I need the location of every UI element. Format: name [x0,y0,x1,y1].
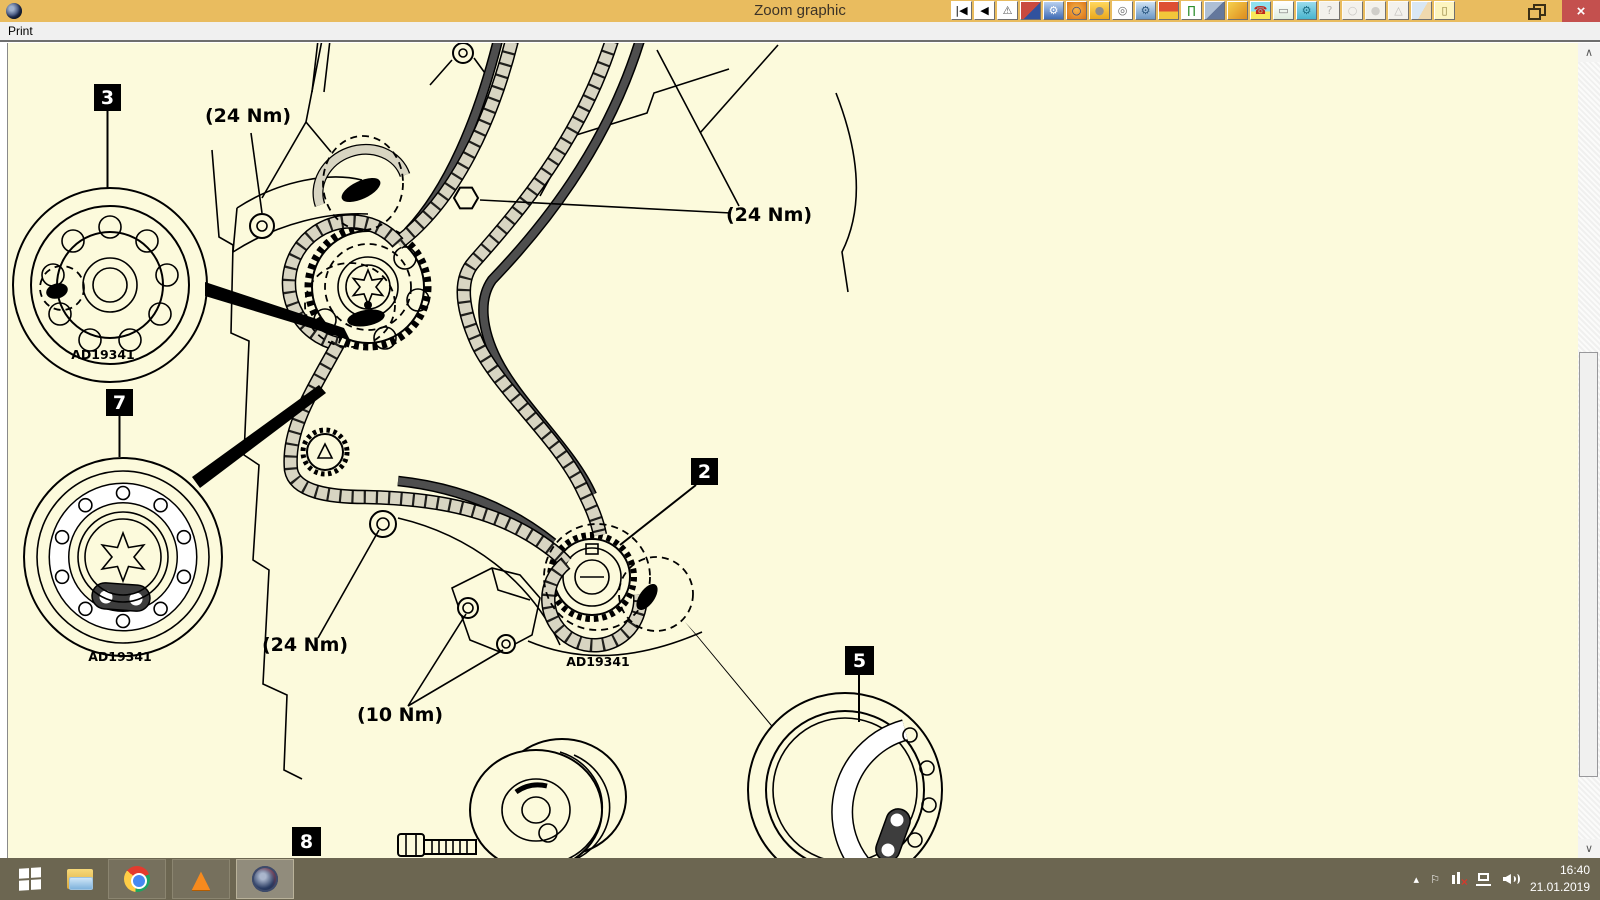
tray-audio-device-error-icon[interactable]: × [1451,872,1468,888]
detail-view-3: AD19341 3 [12,84,350,383]
system-tray: ▴ ⚐ × 16:40 21.01.2019 [1414,858,1590,900]
clock-time: 16:40 [1559,862,1590,877]
toolbar-engine-parts-icon[interactable]: ⚙ [1135,1,1156,20]
toolbar-mouse-icon[interactable]: ● [1089,1,1110,20]
timing-chain-diagram: (24 Nm) (24 Nm) (24 Nm) (10 Nm) [12,43,943,858]
scroll-down-button[interactable]: ∨ [1578,839,1600,858]
toolbar-tyre-icon[interactable]: ● [1365,1,1386,20]
toolbar-first-icon[interactable]: |◀ [951,1,972,20]
detail-view-7: AD19341 7 [23,385,326,664]
taskbar: ▲ ▴ ⚐ × 16:40 21.01.2019 [0,858,1600,900]
vertical-scrollbar[interactable]: ∧ ∨ [1578,43,1600,858]
torque-label-right: (24 Nm) [726,204,812,226]
scroll-up-button[interactable]: ∧ [1578,43,1600,62]
toolbar-helpline-icon[interactable]: ☎ [1250,1,1271,20]
torque-label-10nm: (10 Nm) [357,704,443,726]
titlebar: Zoom graphic |◀◀⚠⚙○●◎⚙∏☎▭⚙?○●△▯ × [0,0,1600,22]
toolbar-vehicle-images-icon[interactable] [1204,1,1225,20]
callout-8: 8 [300,831,313,853]
toolbar-switch-icon[interactable]: ▯ [1434,1,1455,20]
vlc-cone-icon: ▲ [191,865,211,893]
tray-flag-icon[interactable]: ⚐ [1430,872,1440,886]
crank-pulley: 8 [292,738,627,858]
torque-label-top: (24 Nm) [205,105,291,127]
windows-logo-icon [19,867,41,891]
taskbar-autodata-button[interactable] [236,859,294,899]
callout-7: 7 [113,392,126,414]
app-logo-icon [6,3,22,19]
callout-5: 5 [853,650,866,672]
toolbar-brake-tester-icon[interactable] [1020,1,1041,20]
taskbar-start-button[interactable] [8,859,52,899]
titlebar-toolbar: |◀◀⚠⚙○●◎⚙∏☎▭⚙?○●△▯ [951,1,1457,20]
toolbar-lift-icon[interactable]: ∏ [1181,1,1202,20]
menubar: Print [0,22,1600,40]
crankshaft-sprocket [547,532,637,622]
torque-label-left: (24 Nm) [262,634,348,656]
detail-view-5: 5 [685,622,943,858]
toolbar-wheel-icon[interactable]: ◎ [1112,1,1133,20]
clock-date: 21.01.2019 [1529,880,1590,894]
restore-window-button[interactable] [1528,4,1546,20]
chain-guides [397,43,645,548]
toolbar-service-globe-icon[interactable]: ○ [1066,1,1087,20]
toolbar-hazard-icon[interactable]: △ [1388,1,1409,20]
callout-2-group: 2 AD19341 [566,458,718,669]
tray-hidden-icons-icon[interactable]: ▴ [1413,872,1420,886]
callout-2: 2 [698,461,711,483]
window-title: Zoom graphic [754,2,846,19]
chrome-icon [124,866,150,892]
toolbar-unknown-vehicle-icon[interactable]: ? [1319,1,1340,20]
timing-marks [304,135,694,632]
window-separator [0,40,1600,43]
tray-icons-host: ▴ ⚐ × [1413,872,1520,888]
content-left-margin [0,43,8,858]
toolbar-warning-icon[interactable]: ⚠ [997,1,1018,20]
toolbar-printer-icon[interactable]: ▭ [1273,1,1294,20]
toolbar-vehicle-outline-icon[interactable]: ○ [1342,1,1363,20]
graphic-viewport: (24 Nm) (24 Nm) (24 Nm) (10 Nm) [0,43,1600,858]
menu-item-print[interactable]: Print [8,24,33,38]
tray-volume-icon[interactable] [1502,872,1520,886]
toolbar-measure-tools-icon[interactable]: ⚙ [1296,1,1317,20]
toolbar-repair-ramp-icon[interactable] [1158,1,1179,20]
diagram-ref-3: AD19341 [71,347,135,362]
disc-icon [252,866,278,892]
tray-network-icon[interactable] [1475,872,1492,886]
camshaft-sprocket [304,223,432,351]
taskbar-vlc-button[interactable]: ▲ [172,859,230,899]
close-window-button[interactable]: × [1562,0,1600,22]
timing-chain [281,43,648,653]
taskbar-apps: ▲ [0,858,294,900]
toolbar-back-icon[interactable]: ◀ [974,1,995,20]
folder-icon [67,869,93,890]
diagram-ref-2: AD19341 [566,654,630,669]
callout-3: 3 [101,87,114,109]
taskbar-clock[interactable]: 16:40 21.01.2019 [1530,862,1590,897]
toolbar-key-icon[interactable] [1227,1,1248,20]
idler-sprocket [300,427,350,477]
diagram-ref-7: AD19341 [88,649,152,664]
taskbar-file-explorer-button[interactable] [58,859,102,899]
toolbar-vehicle-graphic-icon[interactable] [1411,1,1432,20]
torque-callouts: (24 Nm) (24 Nm) (24 Nm) (10 Nm) [205,49,812,726]
taskbar-chrome-button[interactable] [108,859,166,899]
scrollbar-thumb[interactable] [1579,352,1598,777]
toolbar-technical-data-icon[interactable]: ⚙ [1043,1,1064,20]
